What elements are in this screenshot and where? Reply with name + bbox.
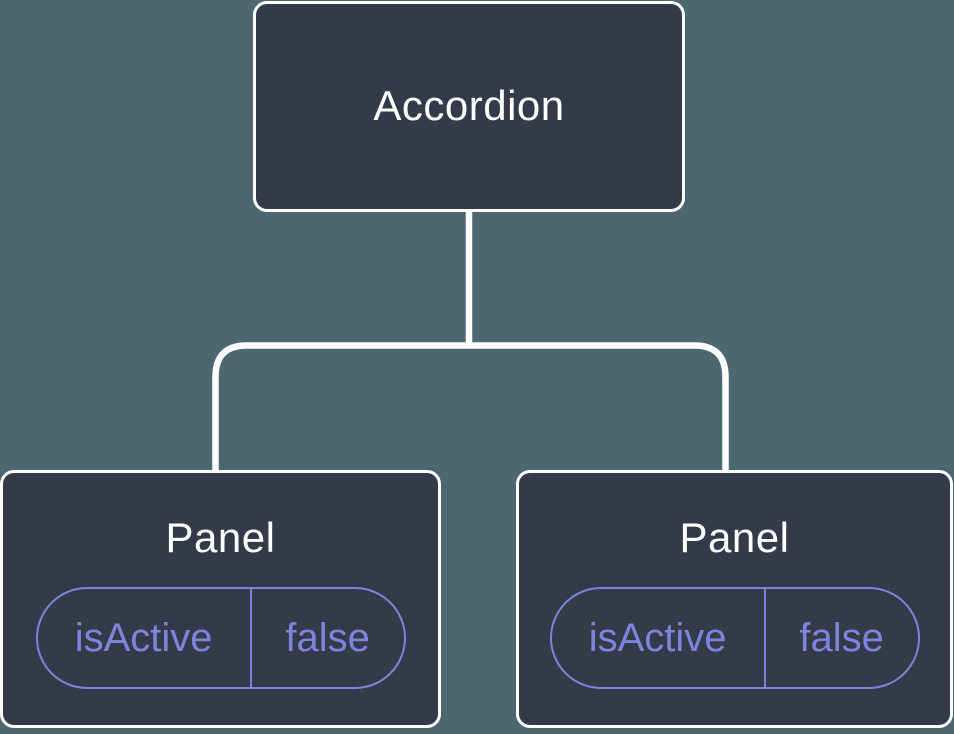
tree-node-accordion: Accordion	[253, 1, 685, 212]
state-value-cell: false	[799, 615, 884, 660]
tree-node-panel-left: Panel isActive false	[0, 470, 441, 728]
state-key-cell: isActive	[552, 589, 766, 688]
state-value-cell: false	[285, 615, 370, 660]
node-label: Accordion	[373, 82, 565, 130]
connector-line-branch	[212, 342, 729, 472]
state-badge: isActive false	[549, 587, 920, 690]
node-label: Panel	[679, 514, 790, 561]
state-badge: isActive false	[35, 587, 406, 690]
state-key-cell: isActive	[38, 589, 252, 688]
tree-node-panel-right: Panel isActive false	[516, 470, 953, 728]
node-label: Panel	[165, 514, 276, 561]
